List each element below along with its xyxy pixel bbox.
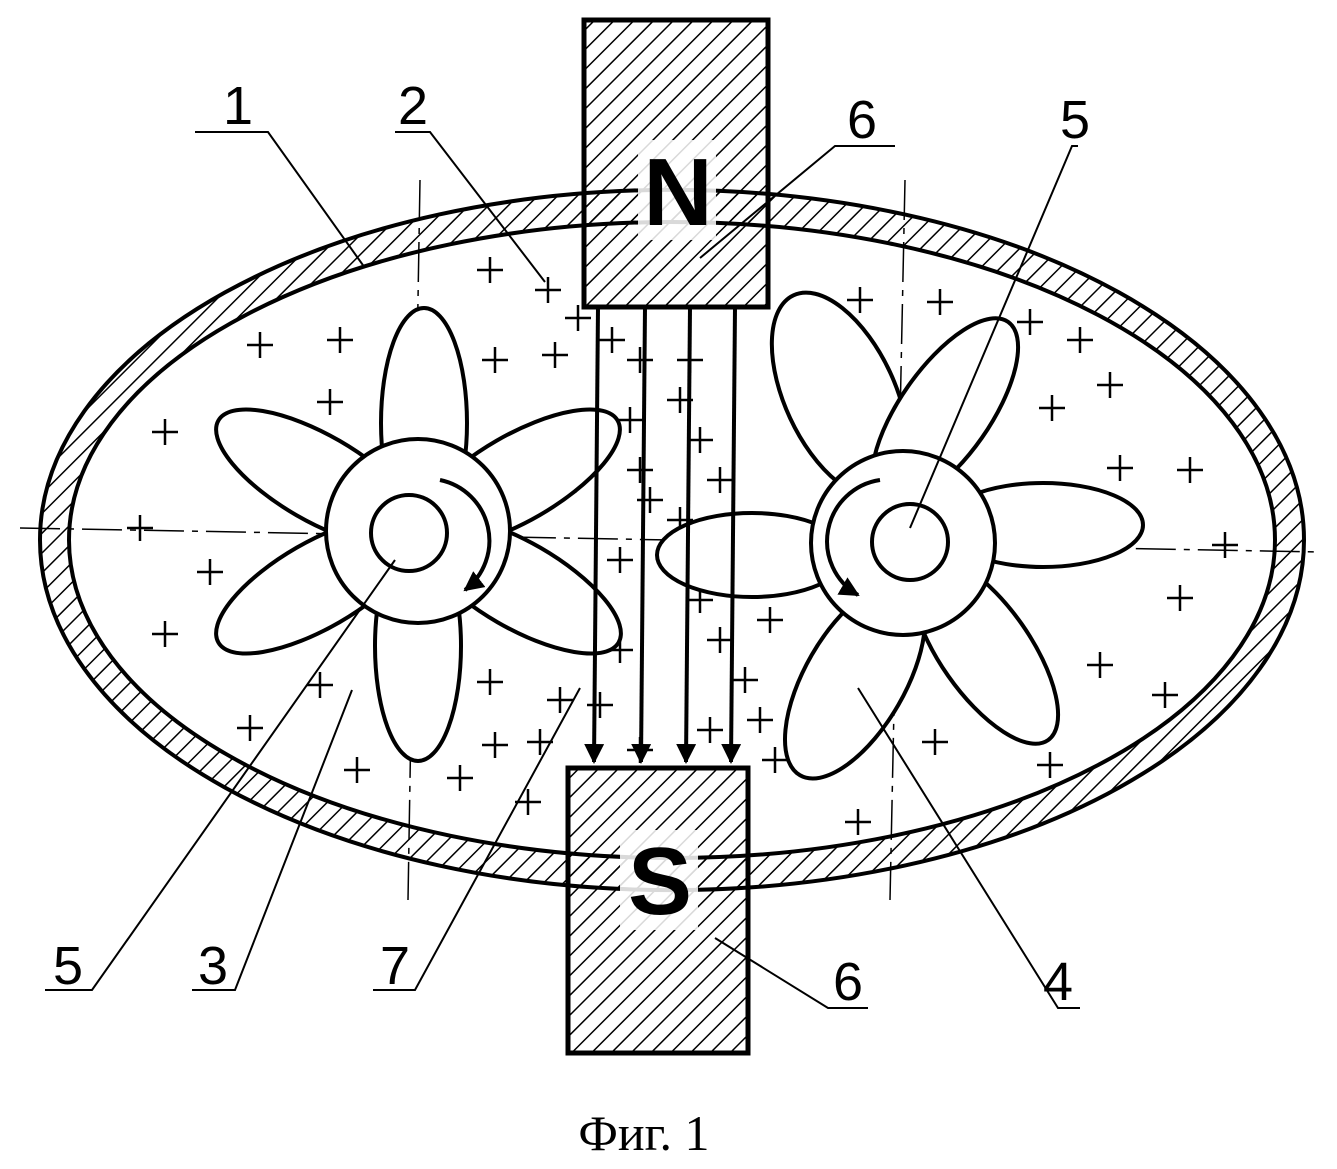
label-4: 4 <box>1043 952 1073 1012</box>
label-2: 2 <box>398 76 428 136</box>
north-pole-label: N <box>643 139 712 246</box>
label-6-bottom: 6 <box>833 952 863 1012</box>
left-impeller <box>197 308 640 761</box>
label-5-bottom: 5 <box>53 936 83 996</box>
label-3: 3 <box>198 936 228 996</box>
label-1: 1 <box>223 76 253 136</box>
figure-caption: Фиг. 1 <box>578 1105 709 1161</box>
label-7: 7 <box>380 936 410 996</box>
south-pole-label: S <box>628 828 692 935</box>
label-5-top: 5 <box>1060 90 1090 150</box>
label-6-top: 6 <box>847 90 877 150</box>
